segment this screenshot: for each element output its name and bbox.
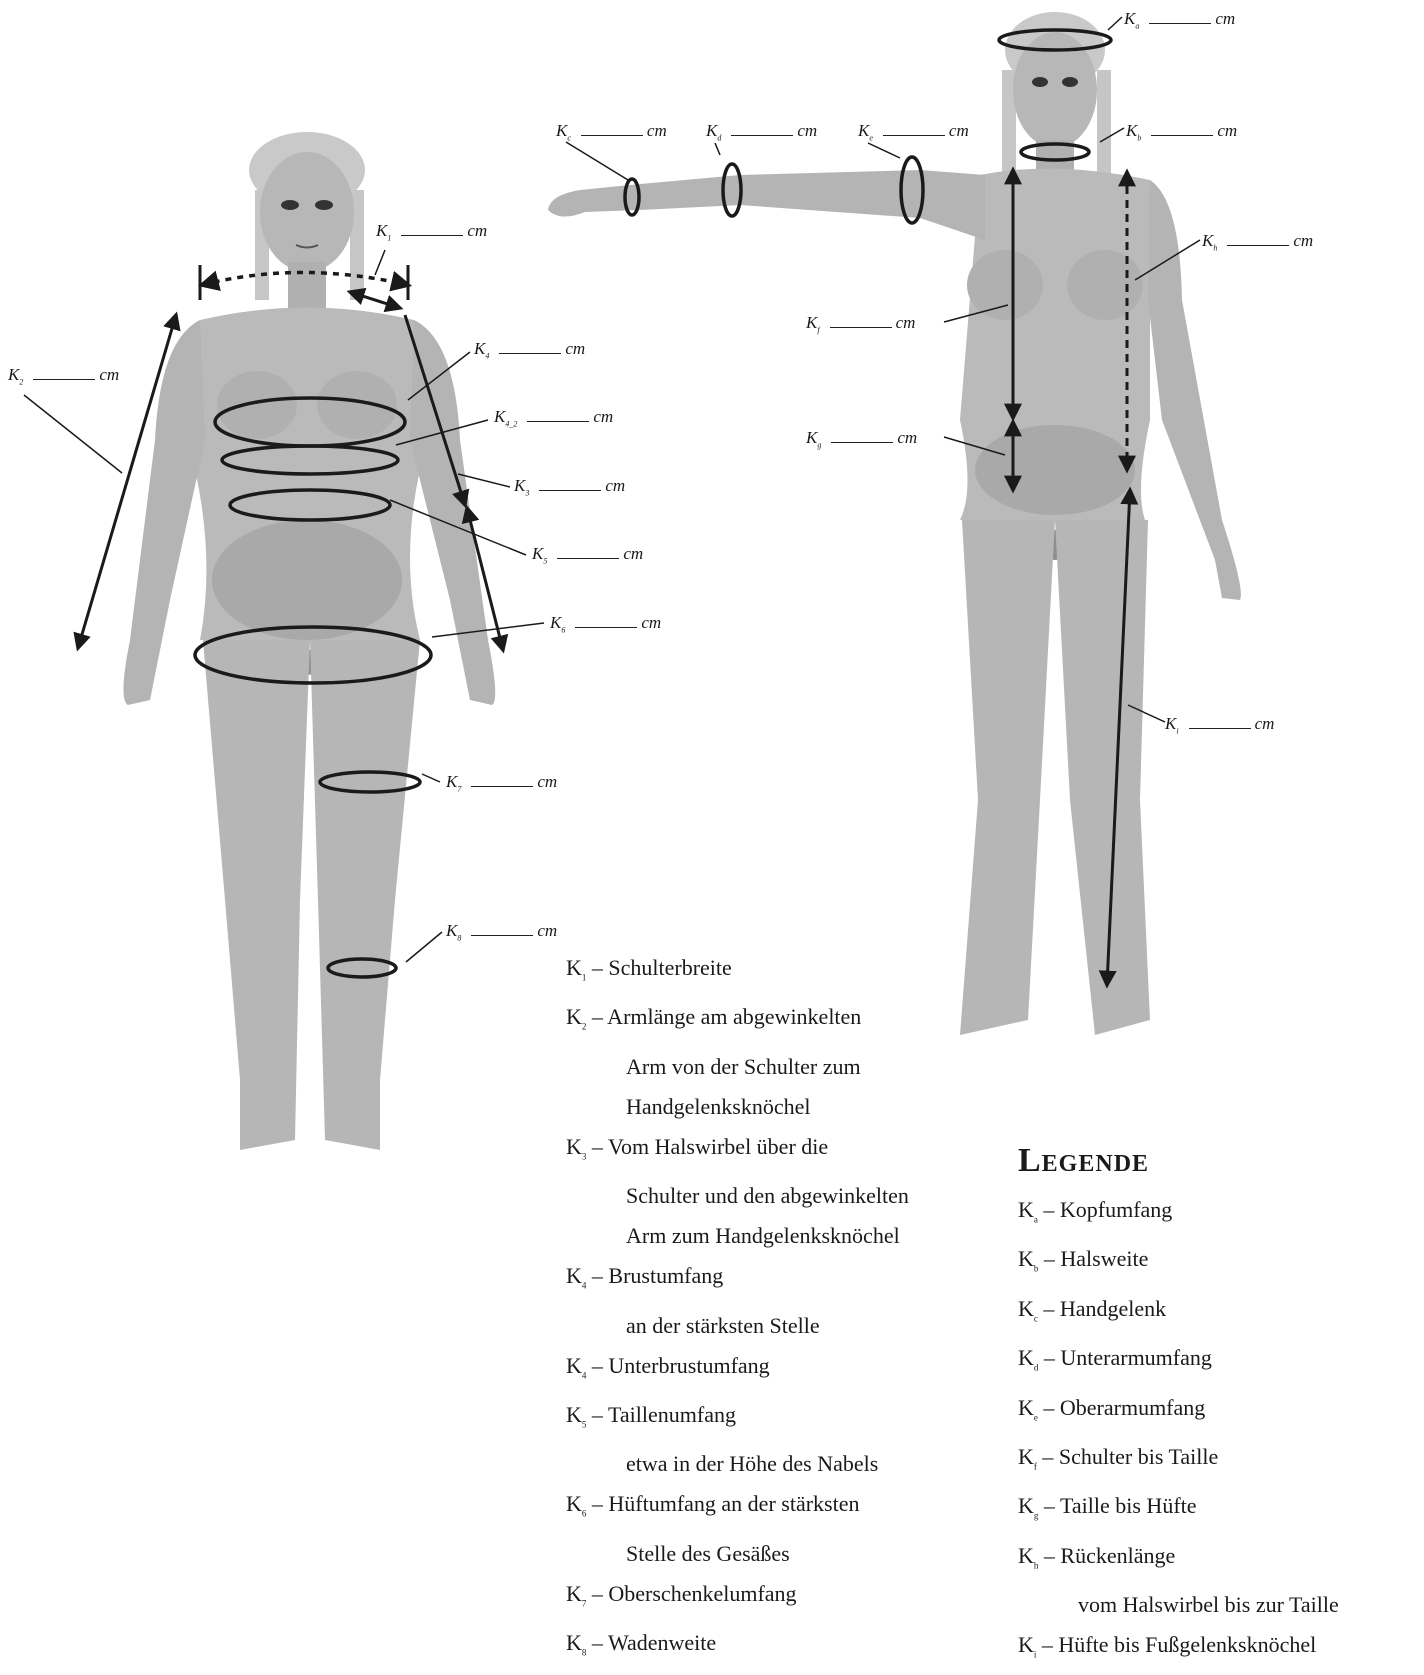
letter-key-list: Ka – Kopfumfang Kb – Halsweite Kc – Hand…: [1018, 1190, 1339, 1675]
list-item: K6 – Hüftumfang an der stärksten: [566, 1484, 909, 1533]
left-leg-l: [310, 640, 420, 1150]
blank-ka[interactable]: [1149, 22, 1211, 24]
list-item: K4 – Brustumfang: [566, 1256, 909, 1305]
list-item: Kb – Halsweite: [1018, 1239, 1339, 1288]
list-item: K4 – Unterbrustumfang: [566, 1346, 909, 1395]
list-item: Schulter und den abgewinkelten: [566, 1176, 909, 1216]
list-item: Ki – Hüfte bis Fußgelenksknöchel: [1018, 1625, 1339, 1674]
legend-title: Legende: [1018, 1142, 1149, 1180]
list-item: Kc – Handgelenk: [1018, 1289, 1339, 1338]
blank-k7[interactable]: [471, 785, 533, 787]
list-item: Arm von der Schulter zum: [566, 1047, 909, 1087]
left-leg-r: [203, 640, 310, 1150]
label-k1-key: K1: [376, 221, 391, 240]
list-item: Ka – Kopfumfang: [1018, 1190, 1339, 1239]
list-item: K3 – Vom Halswirbel über die: [566, 1127, 909, 1176]
list-item: Arm zum Handgelenksknöchel: [566, 1216, 909, 1256]
blank-kb[interactable]: [1151, 134, 1213, 136]
right-figure: [548, 12, 1241, 1035]
list-item: Kf – Schulter bis Taille: [1018, 1437, 1339, 1486]
blank-k3[interactable]: [539, 489, 601, 491]
blank-k6[interactable]: [575, 626, 637, 628]
blank-k5[interactable]: [557, 557, 619, 559]
blank-k4-2[interactable]: [527, 420, 589, 422]
blank-kh[interactable]: [1227, 244, 1289, 246]
list-item: K1 – Schulterbreite: [566, 948, 909, 997]
blank-kf[interactable]: [830, 326, 892, 328]
list-item: an der stärksten Stelle: [566, 1306, 909, 1346]
list-item: etwa in der Höhe des Nabels: [566, 1444, 909, 1484]
blank-k4[interactable]: [499, 352, 561, 354]
left-figure: [24, 132, 544, 1150]
right-extended-arm: [548, 170, 985, 240]
left-head: [260, 152, 354, 272]
list-item: Ke – Oberarmumfang: [1018, 1388, 1339, 1437]
list-item: Stelle des Gesäßes: [566, 1534, 909, 1574]
list-item: Handgelenksknöchel: [566, 1087, 909, 1127]
list-item: Kd – Unterarmumfang: [1018, 1338, 1339, 1387]
numbered-key-list: K1 – Schulterbreite K2 – Armlänge am abg…: [566, 948, 909, 1673]
blank-kd[interactable]: [731, 134, 793, 136]
left-right-arm: [123, 320, 205, 705]
list-item: K2 – Armlänge am abgewinkelten: [566, 997, 909, 1046]
blank-kc[interactable]: [581, 134, 643, 136]
list-item: K8 – Wadenweite: [566, 1623, 909, 1672]
blank-k8[interactable]: [471, 934, 533, 936]
blank-ke[interactable]: [883, 134, 945, 136]
blank-kg[interactable]: [831, 441, 893, 443]
blank-k2[interactable]: [33, 378, 95, 380]
blank-ki[interactable]: [1189, 727, 1251, 729]
list-item: K5 – Taillenumfang: [566, 1395, 909, 1444]
list-item: Kh – Rückenlänge: [1018, 1536, 1339, 1585]
list-item: Kg – Taille bis Hüfte: [1018, 1486, 1339, 1535]
list-item: vom Halswirbel bis zur Taille: [1018, 1585, 1339, 1625]
list-item: K7 – Oberschenkelumfang: [566, 1574, 909, 1623]
blank-k1[interactable]: [401, 234, 463, 236]
